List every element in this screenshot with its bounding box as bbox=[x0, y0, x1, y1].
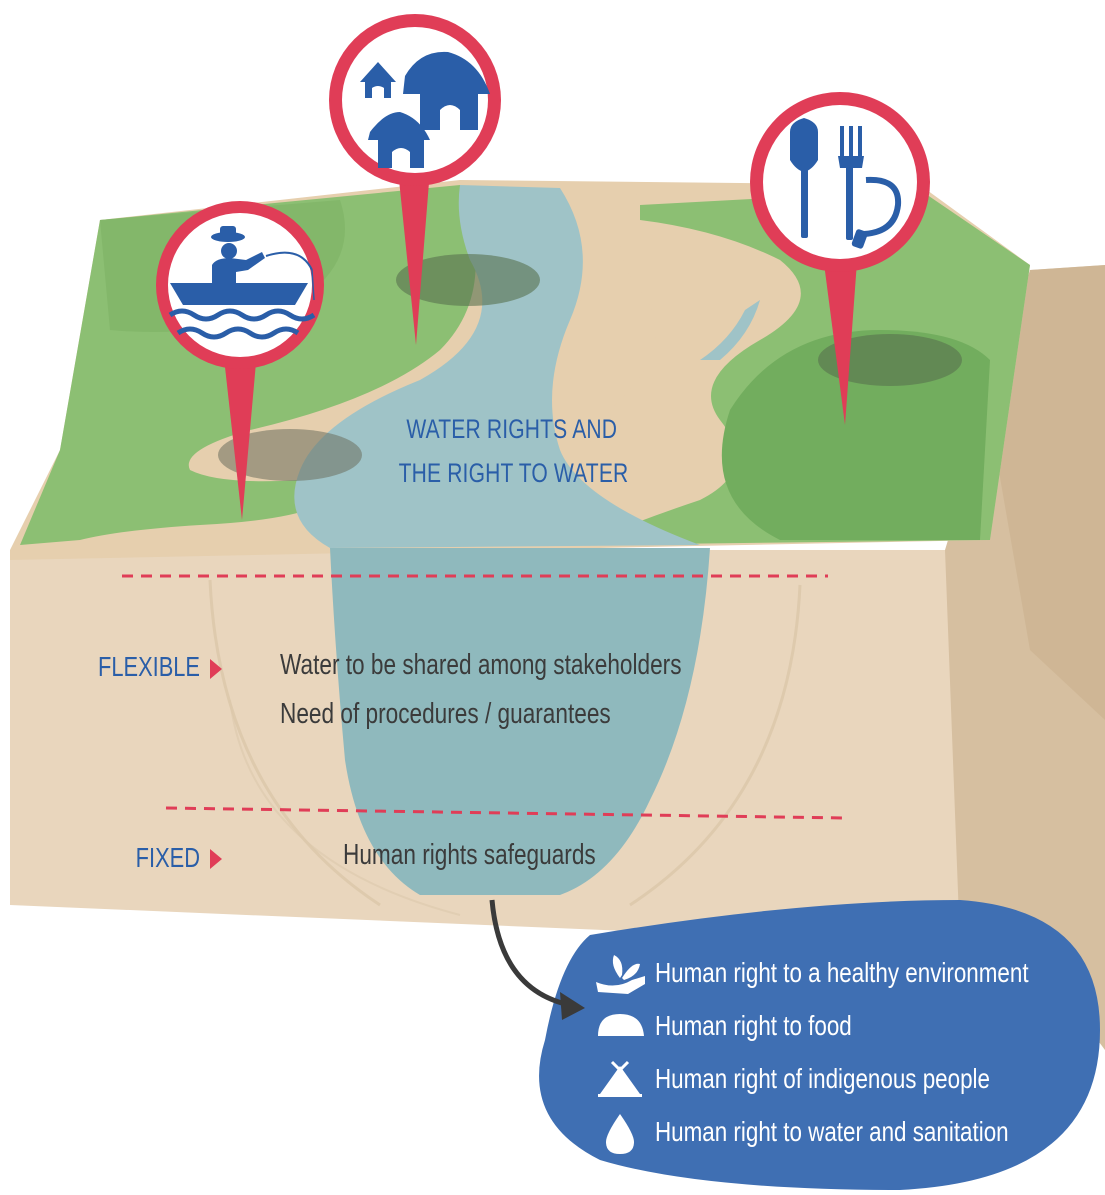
bubble-shadow-1 bbox=[218, 429, 362, 481]
title-line-1: WATER RIGHTS AND bbox=[406, 414, 618, 444]
fixed-item-1: Human rights safeguards bbox=[343, 839, 596, 871]
fixed-label: FIXED bbox=[135, 842, 200, 873]
flexible-item-2: Need of procedures / guarantees bbox=[280, 698, 611, 730]
fixed-arrow-icon bbox=[210, 849, 222, 869]
safeguard-item-indigenous: Human right of indigenous people bbox=[655, 1063, 990, 1094]
river-channel bbox=[330, 548, 710, 895]
pin-tools bbox=[750, 92, 930, 425]
flexible-item-1: Water to be shared among stakeholders bbox=[280, 649, 682, 681]
village-huts-icon bbox=[360, 51, 490, 168]
bread-icon bbox=[598, 1014, 644, 1036]
bubble-shadow-2 bbox=[396, 254, 540, 306]
pin-fisherman bbox=[156, 201, 324, 520]
safeguard-item-food: Human right to food bbox=[655, 1010, 852, 1041]
flexible-arrow-icon bbox=[210, 659, 222, 679]
river-surface bbox=[294, 185, 700, 548]
tent-icon bbox=[598, 1060, 642, 1097]
curved-arrow bbox=[489, 899, 571, 1008]
title-line-2: THE RIGHT TO WATER bbox=[398, 458, 629, 488]
curved-arrow-head bbox=[560, 992, 585, 1020]
pin-village bbox=[329, 14, 501, 345]
hand-sprout-icon bbox=[596, 955, 645, 994]
bubble-shadow-3 bbox=[818, 334, 962, 386]
safeguard-item-water: Human right to water and sanitation bbox=[655, 1116, 1009, 1147]
safeguard-item-environment: Human right to a healthy environment bbox=[655, 957, 1029, 988]
water-drop-icon bbox=[606, 1114, 634, 1154]
terrain-block bbox=[10, 180, 1105, 1050]
safeguards-bubble bbox=[539, 900, 1100, 1190]
farming-tools-icon bbox=[790, 118, 902, 249]
flexible-label: FLEXIBLE bbox=[98, 651, 200, 682]
soil-side-shade bbox=[990, 265, 1105, 720]
fisherman-boat-icon bbox=[168, 226, 316, 340]
